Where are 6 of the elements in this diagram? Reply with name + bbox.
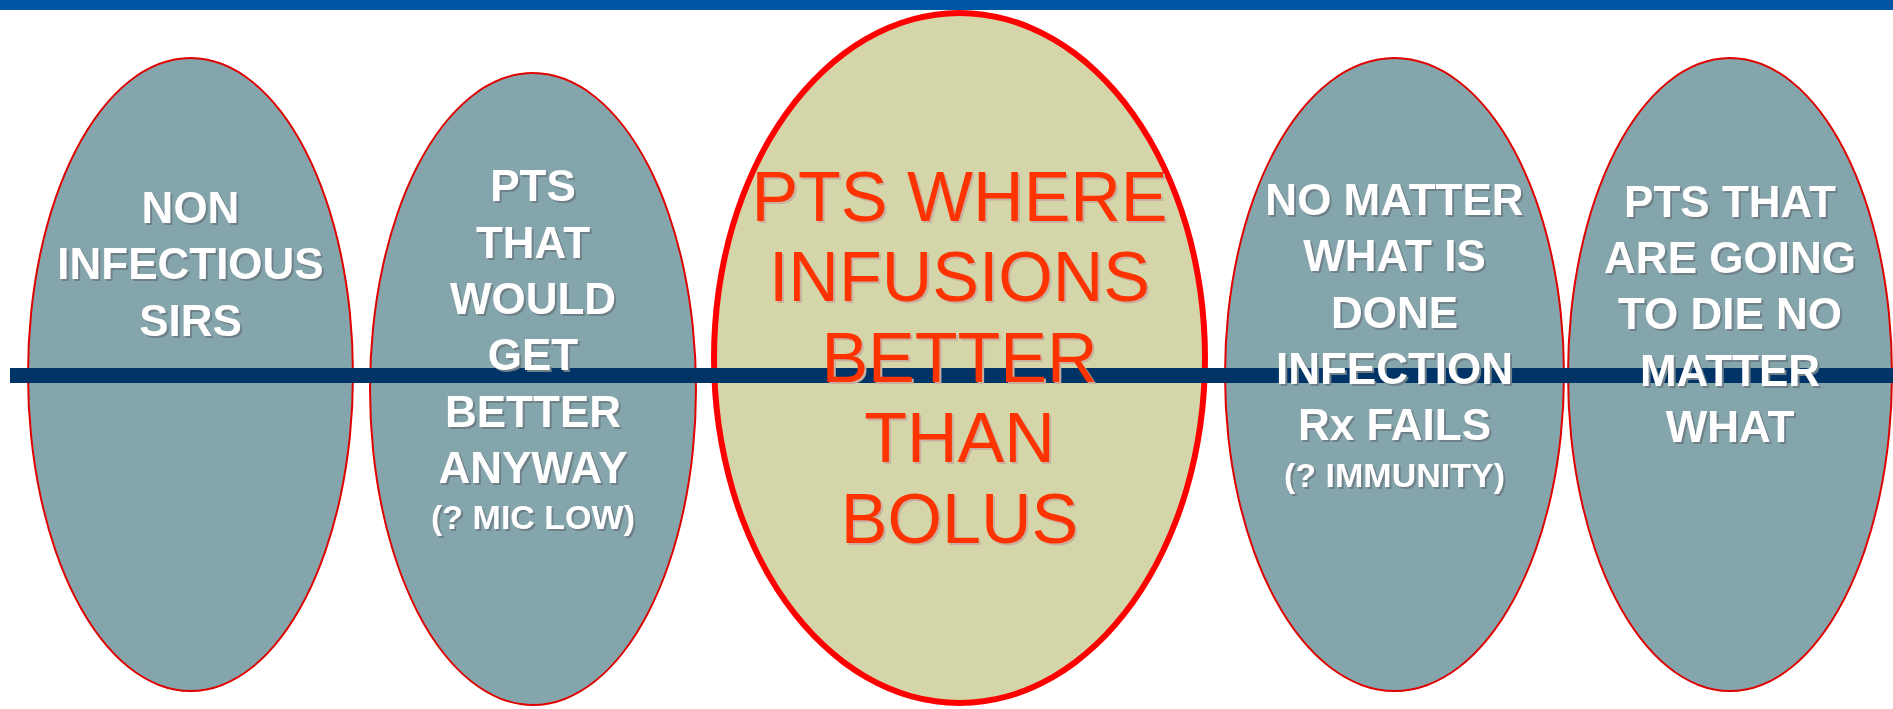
node-text: PTS THAT ARE GOING TO DIE NO MATTER WHAT: [1603, 175, 1857, 453]
node-text: NON INFECTIOUS SIRS: [56, 182, 325, 347]
node-text: PTS THAT WOULD GET BETTER ANYWAY: [437, 160, 629, 494]
node-note: (? MIC LOW): [430, 497, 636, 539]
node-note: (? IMMUNITY): [1283, 454, 1506, 496]
node-text: NO MATTER WHAT IS DONE INFECTION Rx FAILS: [1264, 173, 1525, 452]
